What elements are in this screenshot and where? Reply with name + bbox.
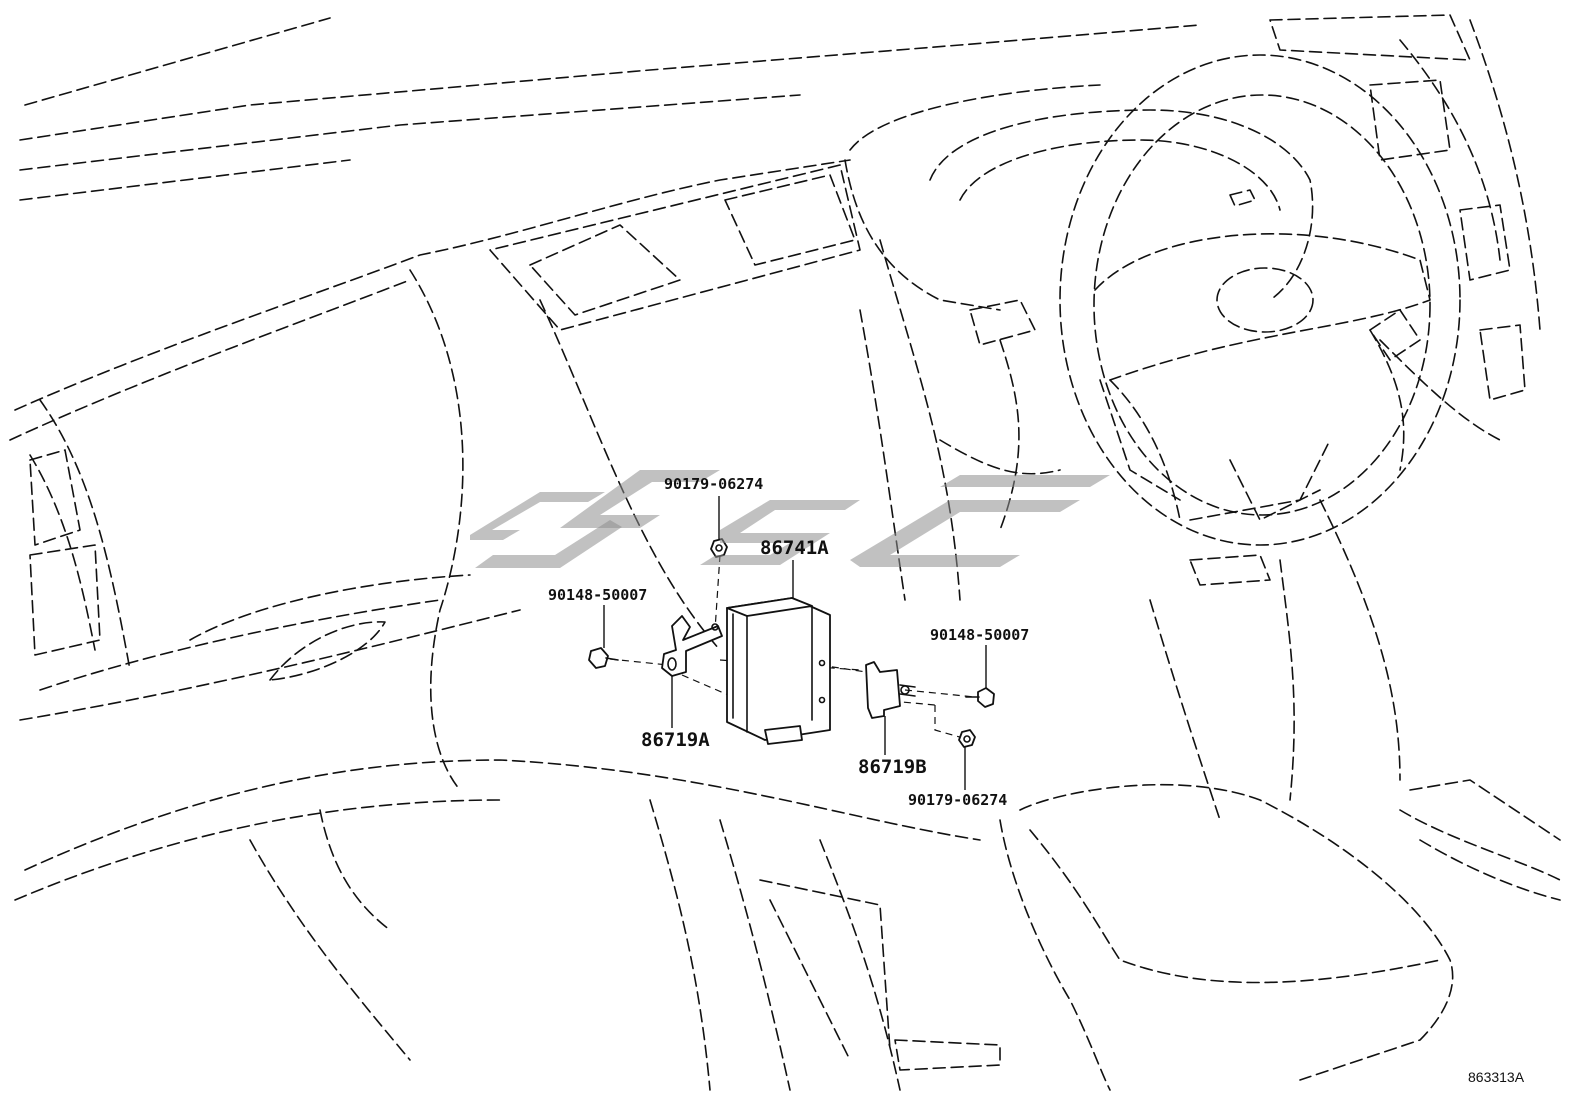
bracket-right[interactable] xyxy=(865,661,916,719)
diagram-reference-number: 863313A xyxy=(1468,1069,1525,1085)
label-ecu: 86741A xyxy=(760,537,829,559)
label-bracket-right: 86719B xyxy=(858,756,927,778)
leader-lines xyxy=(603,496,987,790)
steering-wheel xyxy=(1059,54,1461,546)
label-bolt-right: 90148-50007 xyxy=(930,626,1029,644)
bracket-left[interactable] xyxy=(661,615,723,677)
label-bolt-left: 90148-50007 xyxy=(548,586,647,604)
label-bracket-left: 86719A xyxy=(641,729,710,751)
label-nut-bottom: 90179-06274 xyxy=(908,791,1007,809)
bolt-right[interactable] xyxy=(965,687,995,708)
ecu-unit[interactable] xyxy=(726,597,831,745)
nut-bottom[interactable] xyxy=(958,729,976,748)
dashboard-outline xyxy=(9,14,1561,1091)
bolt-left[interactable] xyxy=(588,647,619,669)
label-nut-top: 90179-06274 xyxy=(664,475,763,493)
watermark-logo xyxy=(470,470,1110,568)
